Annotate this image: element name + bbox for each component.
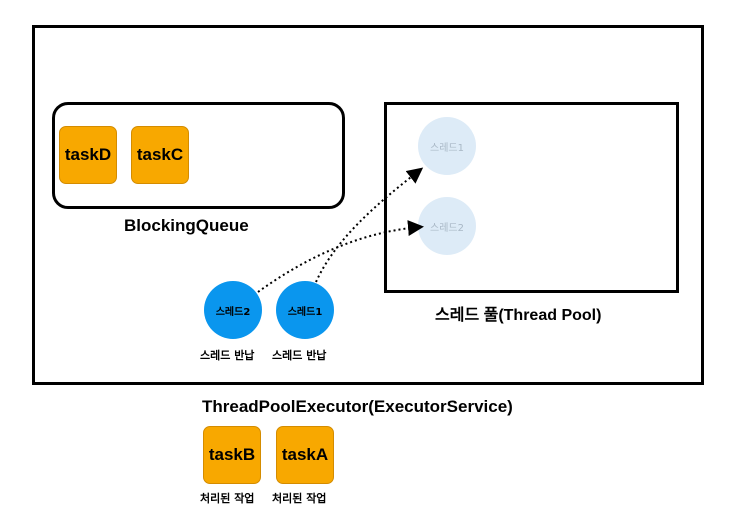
- executor-label: ThreadPoolExecutor(ExecutorService): [202, 397, 513, 416]
- thread-pool-label: 스레드 풀(Thread Pool): [435, 307, 602, 324]
- blocking-queue-box: [52, 102, 345, 209]
- processed-task: taskA: [276, 426, 334, 484]
- returning-thread: 스레드1: [276, 281, 334, 339]
- processed-caption: 처리된 작업: [272, 492, 327, 505]
- thread-pool-slot: 스레드1: [418, 117, 476, 175]
- processed-task: taskB: [203, 426, 261, 484]
- thread-return-caption: 스레드 반납: [200, 349, 255, 362]
- thread-return-caption: 스레드 반납: [272, 349, 327, 362]
- return-arrow-thread1: [315, 167, 424, 283]
- queue-task: taskC: [131, 126, 189, 184]
- executor-box: [32, 25, 704, 385]
- processed-caption: 처리된 작업: [200, 492, 255, 505]
- thread-pool-slot: 스레드2: [418, 197, 476, 255]
- queue-task: taskD: [59, 126, 117, 184]
- returning-thread: 스레드2: [204, 281, 262, 339]
- blocking-queue-label: BlockingQueue: [124, 216, 249, 235]
- return-arrow-thread2: [257, 220, 424, 293]
